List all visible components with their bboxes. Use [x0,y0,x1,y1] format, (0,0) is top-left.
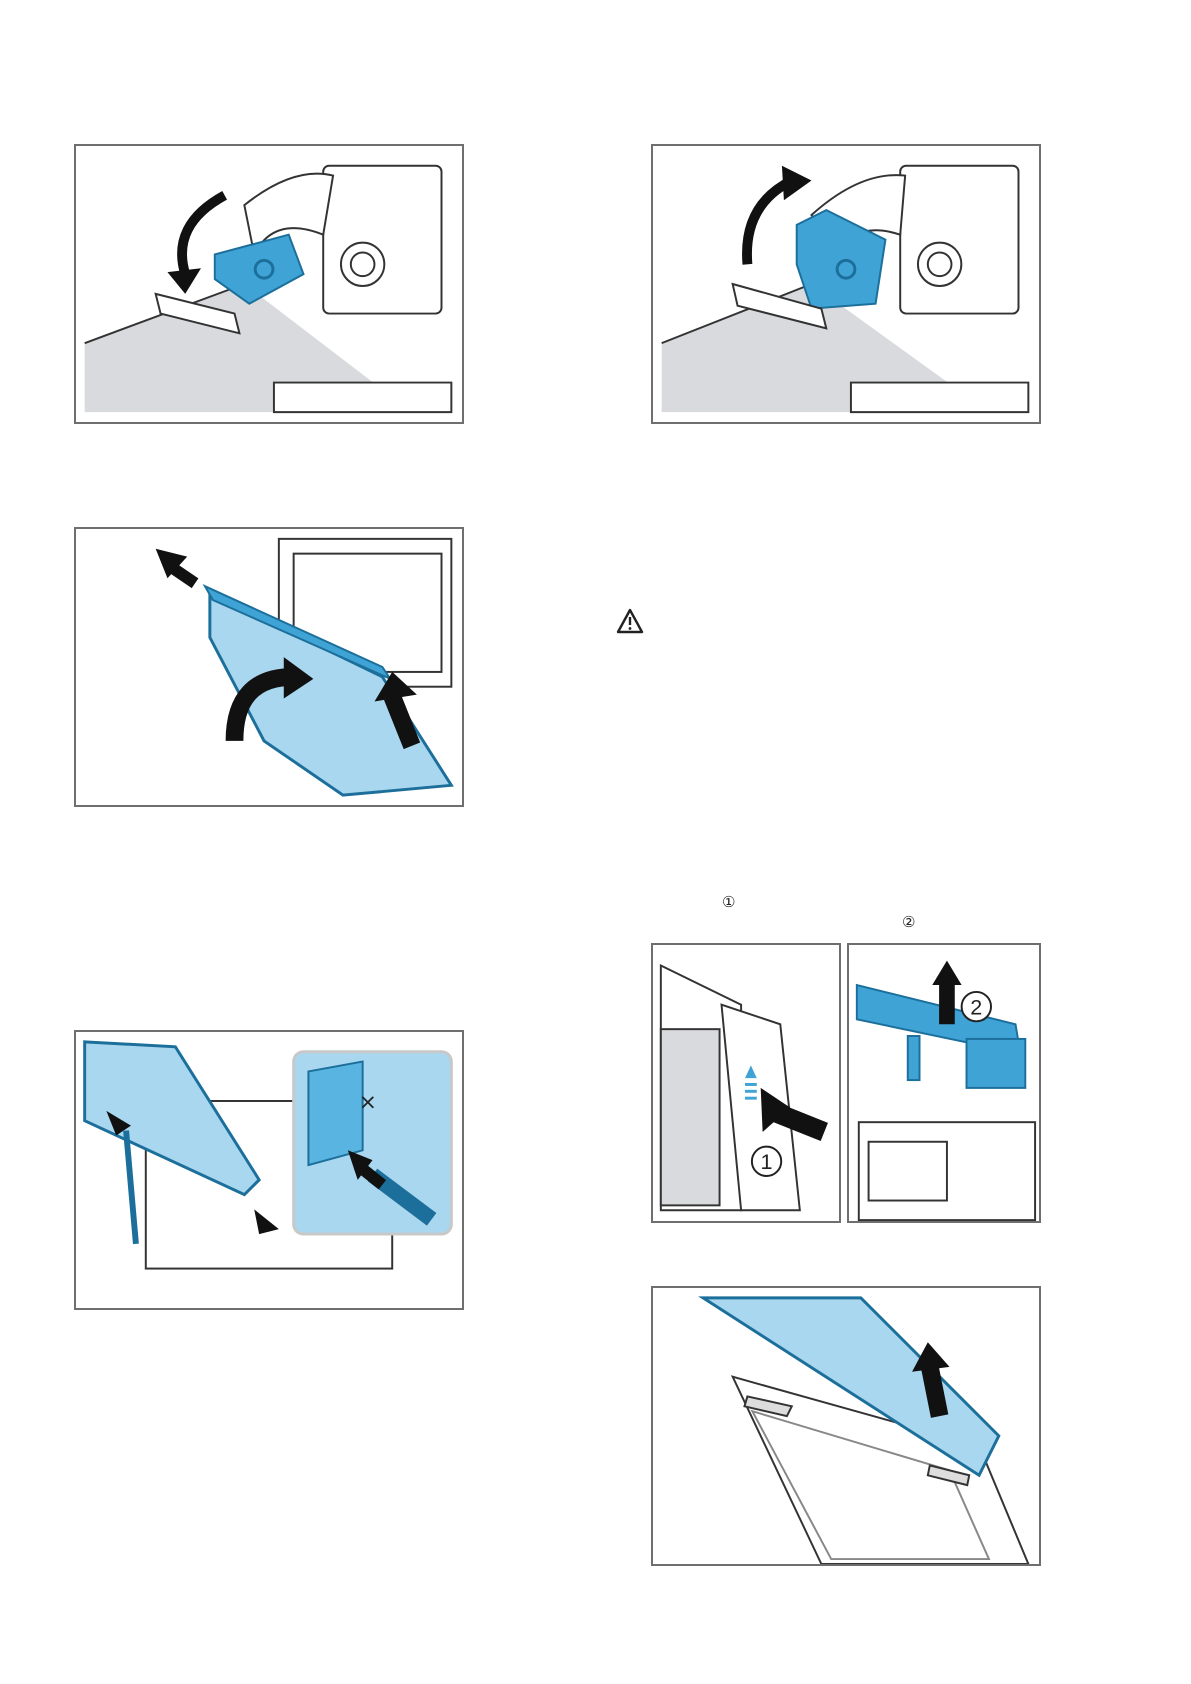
illustration-door-removal: × [76,1032,462,1308]
push-step-label: 1 [761,1150,773,1174]
figure-glass-pane-pull [651,1286,1041,1566]
figure-door-lift-out [74,527,464,807]
illustration-hinge-closed [76,146,462,422]
figure-clip-press: 1 [651,943,841,1223]
step-one-marker: ① [722,895,735,910]
figure-hinge-lever-closed [74,144,464,424]
illustration-clip-press: 1 [653,945,839,1221]
svg-text:×: × [359,1090,377,1115]
illustration-strip-lift: 2 [849,945,1039,1221]
illustration-door-lift [76,529,462,805]
warning-triangle-icon [616,608,644,634]
lift-step-label: 2 [970,995,982,1019]
figure-door-glass-removal: × [74,1030,464,1310]
illustration-hinge-open [653,146,1039,422]
figure-hinge-lever-open [651,144,1041,424]
step-two-marker: ② [902,915,915,930]
illustration-glass-pane [653,1288,1039,1564]
figure-strip-lift: 2 [847,943,1041,1223]
